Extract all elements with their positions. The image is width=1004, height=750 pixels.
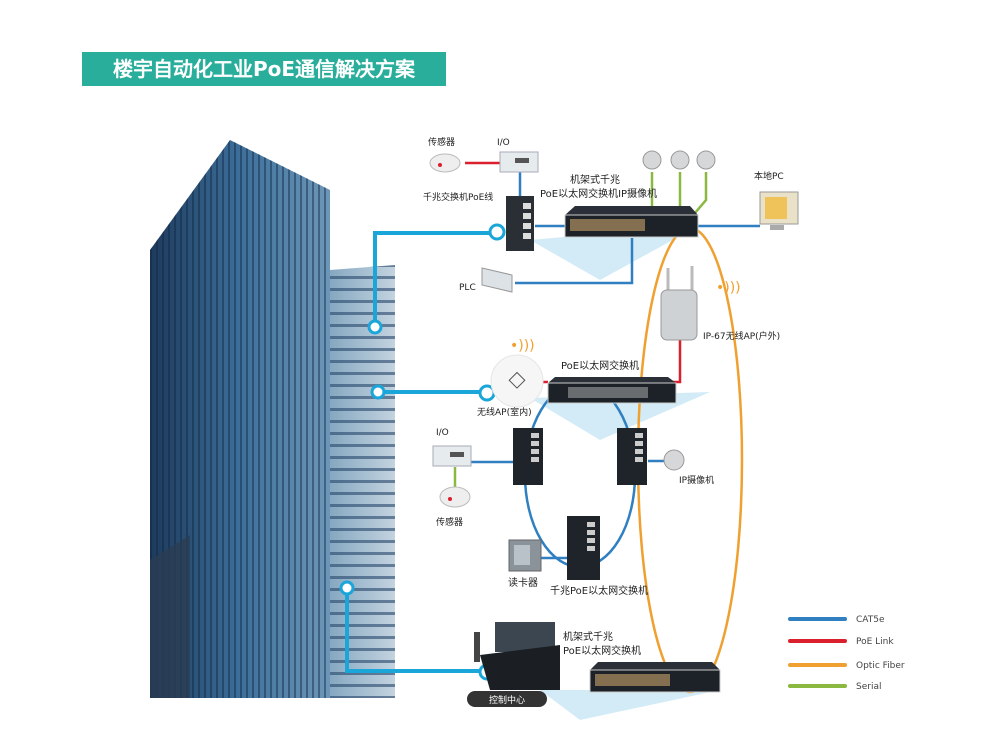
label-rack-switch-bottom-1: 机架式千兆 <box>563 630 613 643</box>
building-illustration <box>150 140 395 698</box>
rack-switch-top[interactable] <box>564 206 699 238</box>
wifi-icon: •))) <box>510 338 535 354</box>
building-uplinks <box>345 231 497 673</box>
label-indoor-ap: 无线AP(室内) <box>477 406 532 418</box>
industrial-switch-left[interactable] <box>513 428 543 485</box>
rack-switch-bottom[interactable] <box>589 662 721 693</box>
label-outdoor-ap: IP-67无线AP(户外) <box>703 330 780 342</box>
ip-camera-dome-icons[interactable] <box>642 150 716 170</box>
poe-switch[interactable] <box>547 377 677 404</box>
indoor-ap-icon[interactable] <box>490 354 544 408</box>
control-center-pill <box>467 691 547 707</box>
card-reader-icon[interactable] <box>508 539 542 572</box>
legend-label: Optic Fiber <box>856 661 905 671</box>
legend-label: PoE Link <box>856 637 894 647</box>
ip-camera-icon[interactable] <box>663 449 685 471</box>
label-poe-switch: PoE以太网交换机 <box>561 359 639 372</box>
label-sensor-top: 传感器 <box>428 136 455 148</box>
sensor-mid[interactable] <box>439 486 471 508</box>
industrial-switch-right[interactable] <box>617 428 647 485</box>
local-pc-icon[interactable] <box>759 191 799 230</box>
sensor-top[interactable] <box>429 153 461 173</box>
label-plc: PLC <box>459 283 476 293</box>
io-module-top[interactable] <box>499 151 539 173</box>
legend <box>788 617 847 688</box>
label-io-mid: I/O <box>436 428 449 438</box>
legend-label: CAT5e <box>856 615 885 625</box>
page-title: 楼宇自动化工业PoE通信解决方案 <box>82 52 446 86</box>
plc-icon[interactable] <box>481 267 513 293</box>
outdoor-ap-icon[interactable] <box>660 266 698 341</box>
label-gigabit-din-switch: 千兆交换机PoE线 <box>423 191 493 203</box>
label-ip-camera: IP摄像机 <box>679 474 714 486</box>
label-rack-switch-bottom-2: PoE以太网交换机 <box>563 644 641 657</box>
label-io-top: I/O <box>497 138 510 148</box>
label-control-center: 控制中心 <box>489 694 525 706</box>
label-card-reader: 读卡器 <box>508 576 538 589</box>
io-module-mid[interactable] <box>432 445 472 467</box>
label-local-pc: 本地PC <box>754 170 784 182</box>
control-center-icon[interactable] <box>474 622 560 690</box>
legend-label: Serial <box>856 682 881 692</box>
label-rack-switch-top-2: PoE以太网交换机IP摄像机 <box>540 187 657 200</box>
industrial-switch-bottom[interactable] <box>567 516 600 580</box>
label-rack-switch-top-1: 机架式千兆 <box>570 173 620 186</box>
din-switch-top[interactable] <box>506 196 534 251</box>
switch-shadows <box>530 225 720 720</box>
label-gigabit-poe-switch: 千兆PoE以太网交换机 <box>550 584 648 597</box>
label-sensor-mid: 传感器 <box>436 516 463 528</box>
wifi-icon: •))) <box>716 280 741 296</box>
